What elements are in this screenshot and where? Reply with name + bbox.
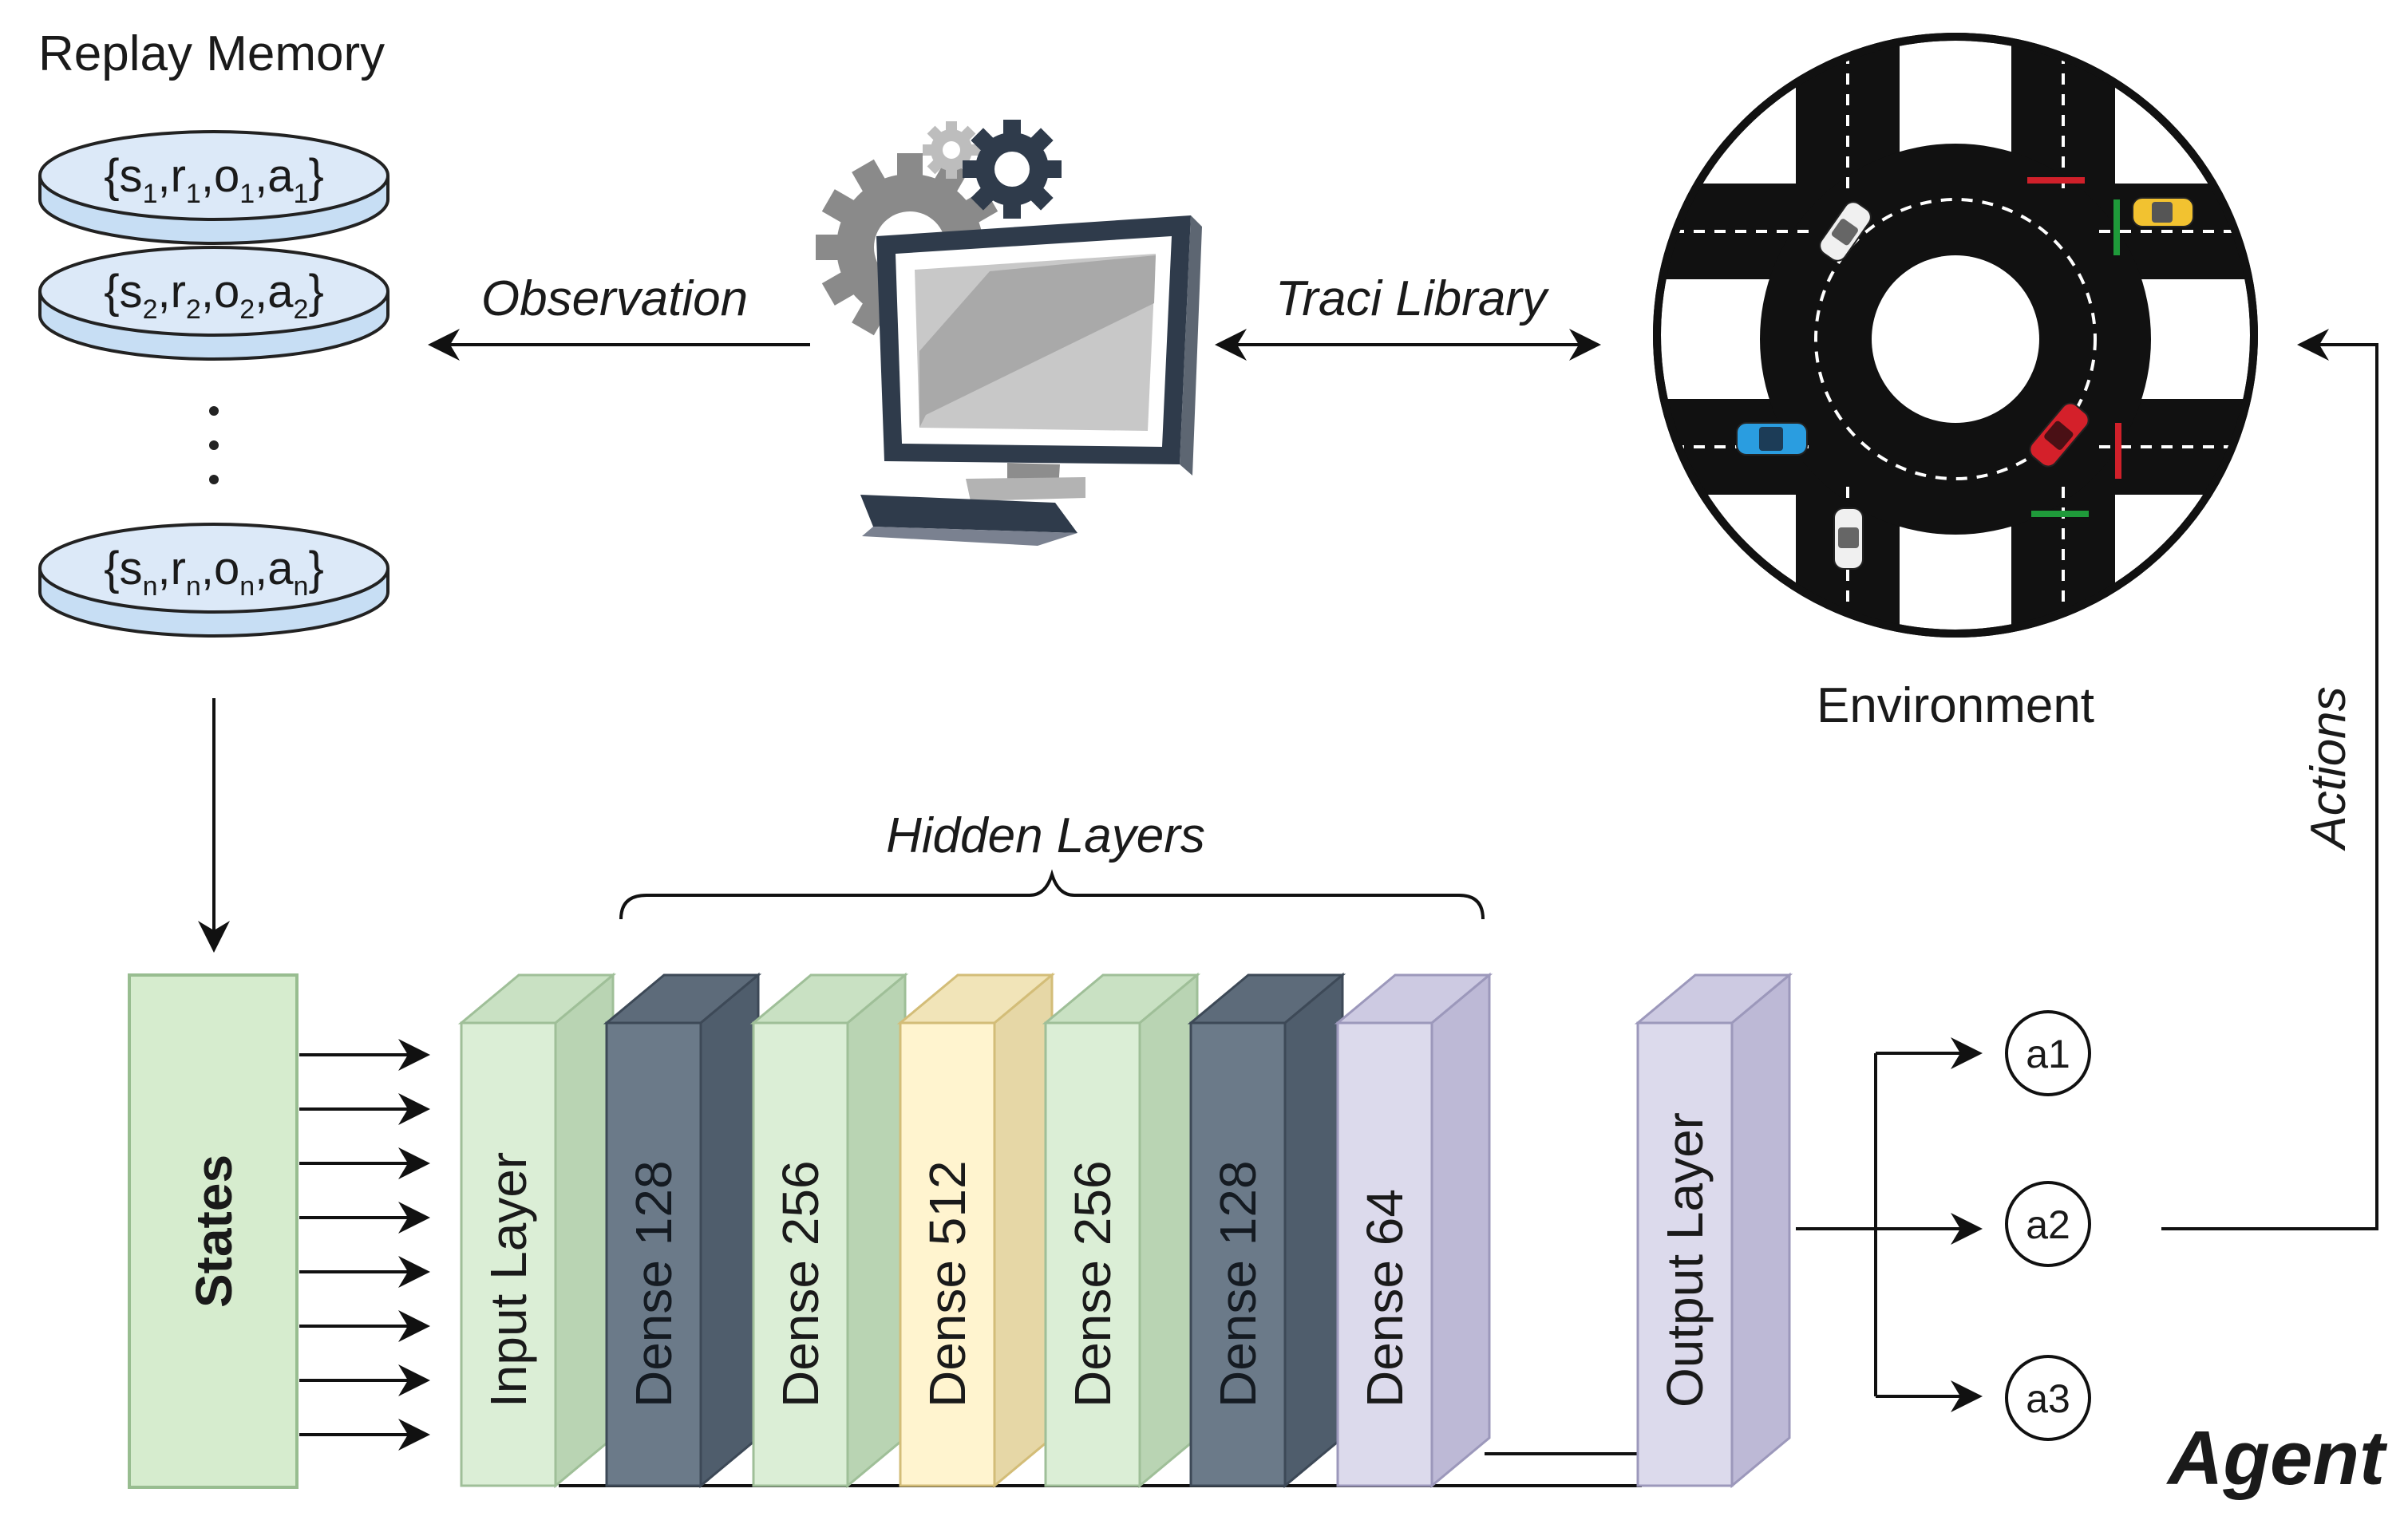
- replay-memory-title: Replay Memory: [38, 26, 385, 81]
- layer-5: Dense 256: [1042, 972, 1201, 1489]
- layer-7-label: Dense 64: [1356, 1189, 1414, 1408]
- environment-label: Environment: [1817, 678, 2094, 733]
- memory-entry-n: {sn,rn,on,an}: [104, 543, 324, 602]
- action-label-a1: a1: [2026, 1032, 2070, 1076]
- action-label-a2: a2: [2026, 1202, 2070, 1247]
- layer-1: Input Layer: [457, 972, 617, 1489]
- state-input-arrows: [299, 1039, 430, 1451]
- action-node-a3: a3: [2005, 1355, 2091, 1441]
- layer-4: Dense 512: [896, 972, 1056, 1489]
- output-layer: Output Layer: [1634, 972, 1793, 1489]
- environment-roundabout: [1653, 33, 2258, 638]
- layer-3-label: Dense 256: [772, 1160, 829, 1408]
- layer-4-label: Dense 512: [919, 1160, 976, 1408]
- output-layer-label: Output Layer: [1656, 1112, 1714, 1408]
- layer-1-label: Input Layer: [480, 1152, 537, 1408]
- computer-gears-icon: [816, 120, 1202, 546]
- layer-6-label: Dense 128: [1209, 1160, 1267, 1408]
- states-label: States: [185, 1155, 243, 1308]
- action-label-a3: a3: [2026, 1376, 2070, 1421]
- memory-entry-1: {s1,r1,o1,a1}: [104, 150, 324, 209]
- hidden-layers-label: Hidden Layers: [886, 808, 1205, 863]
- memory-disk-2: {s2,r2,o2,a2}: [38, 246, 389, 361]
- agent-label: Agent: [2166, 1415, 2388, 1501]
- hidden-layers-brace: [619, 869, 1485, 920]
- memory-ellipsis-dots: [209, 406, 219, 484]
- layer-3: Dense 256: [749, 972, 909, 1489]
- action-node-a1: a1: [2005, 1010, 2091, 1096]
- network-layers: Input Layer Dense 128 Dense 256 Dense 512 De…: [457, 972, 1793, 1489]
- traci-library-label: Traci Library: [1275, 271, 1550, 326]
- memory-disk-n: {sn,rn,on,an}: [38, 523, 389, 638]
- layer-7: Dense 64: [1334, 972, 1493, 1489]
- layer-6: Dense 128: [1187, 972, 1346, 1489]
- action-node-a2: a2: [2005, 1181, 2091, 1267]
- output-fanout-arrows: [1796, 1037, 1983, 1412]
- actions-label: Actions: [2301, 686, 2356, 851]
- actions-feedback-arrow: [2161, 329, 2378, 1230]
- memory-entry-2: {s2,r2,o2,a2}: [104, 266, 324, 325]
- states-block: States: [128, 973, 299, 1489]
- layer-5-label: Dense 256: [1064, 1160, 1121, 1408]
- layer-2: Dense 128: [603, 972, 762, 1489]
- layer-2-label: Dense 128: [625, 1160, 682, 1408]
- observation-label: Observation: [481, 271, 748, 326]
- memory-disk-1: {s1,r1,o1,a1}: [38, 130, 389, 245]
